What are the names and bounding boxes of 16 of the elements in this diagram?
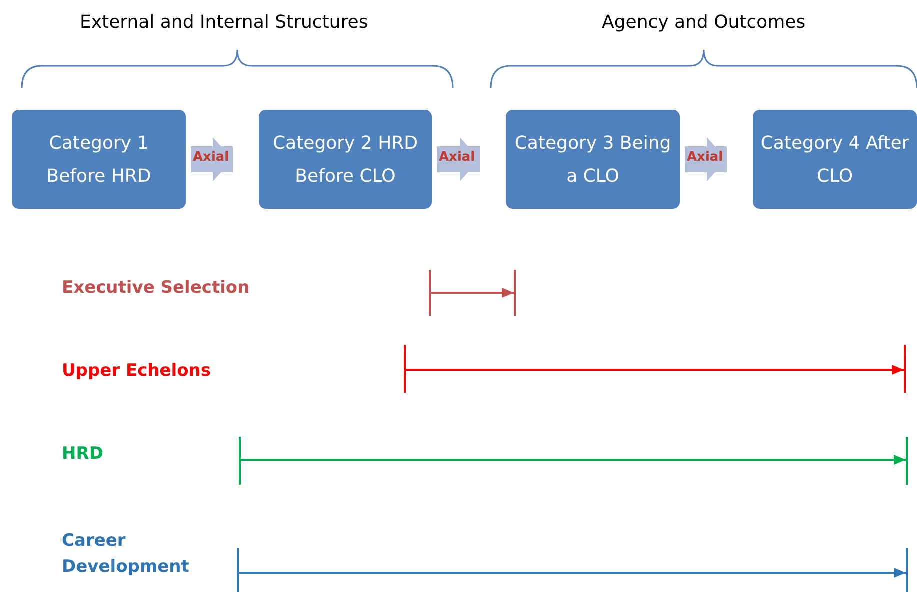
category-box: Category 2 HRD Before CLO [259,110,432,209]
category-box: Category 3 Being a CLO [506,110,680,209]
theory-label: Upper Echelons [62,361,212,381]
edge-label: Axial [687,150,724,164]
chevron-arrow [685,138,727,182]
category-box: Category 1 Before HRD [12,110,186,209]
bracket-heading: External and Internal Structures [80,12,368,33]
theory-label: HRD [62,444,104,464]
chevron-arrow [437,138,480,182]
bracket-heading: Agency and Outcomes [602,12,806,33]
category-box: Category 4 After CLO [753,110,917,209]
theory-label: Executive Selection [62,278,250,298]
chevron-arrow [191,138,233,182]
edge-label: Axial [439,150,476,164]
edge-label: Axial [193,150,230,164]
theory-label: Career Development [62,530,190,579]
